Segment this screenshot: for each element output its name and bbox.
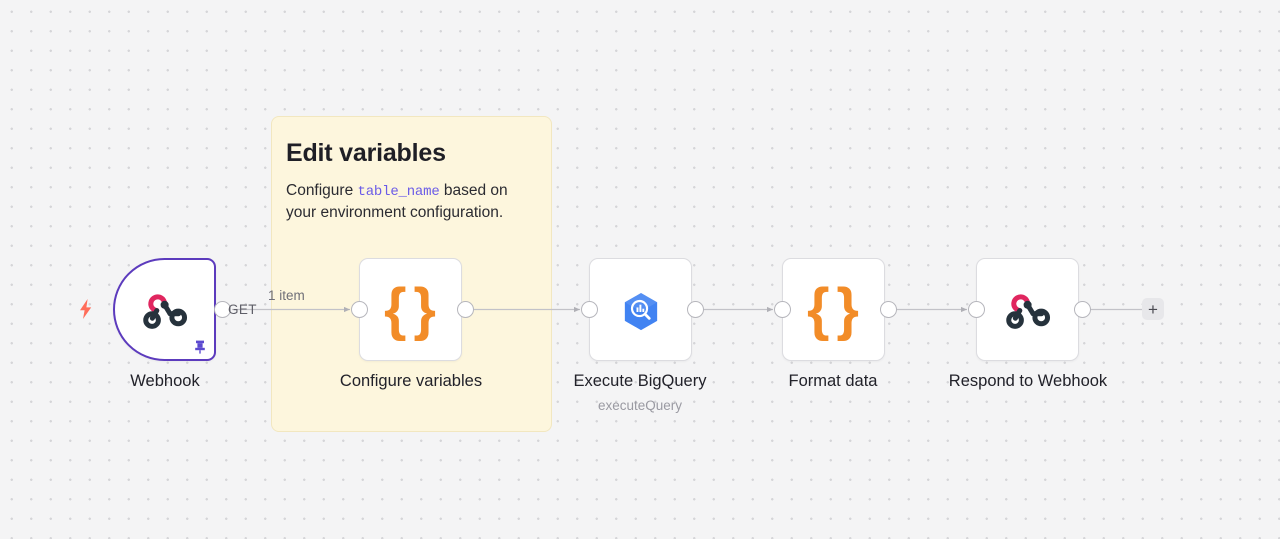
node-label-execute-bigquery: Execute BigQuery — [573, 372, 707, 390]
node-label-format-data: Format data — [788, 372, 878, 390]
node-webhook[interactable] — [113, 258, 216, 361]
sticky-note-body: Configure table_name based on your envir… — [286, 180, 537, 225]
node-label-webhook: Webhook — [130, 372, 200, 390]
endpoint-execute-bigquery-input[interactable] — [581, 301, 598, 318]
sticky-note-body-code: table_name — [357, 183, 440, 200]
code-braces-icon: { } — [807, 276, 860, 342]
code-braces-icon: { } — [384, 276, 437, 342]
webhook-icon — [142, 287, 188, 333]
sticky-note-body-suffix: based on your environment configuration. — [286, 181, 508, 222]
node-sublabel-execute-bigquery: executeQuery — [597, 398, 683, 413]
sticky-note-body-prefix: Configure — [286, 181, 358, 199]
node-execute-bigquery[interactable] — [589, 258, 692, 361]
trigger-bolt-icon — [78, 299, 94, 319]
node-label-respond-to-webhook: Respond to Webhook — [948, 372, 1108, 390]
add-node-button[interactable]: + — [1142, 298, 1164, 320]
endpoint-format-data-input[interactable] — [774, 301, 791, 318]
endpoint-respond-to-webhook-output[interactable] — [1074, 301, 1091, 318]
node-format-data[interactable]: { } — [782, 258, 885, 361]
endpoint-format-data-output[interactable] — [880, 301, 897, 318]
sticky-note-edit-variables[interactable]: Edit variables Configure table_name base… — [271, 116, 552, 432]
node-configure-variables[interactable]: { } — [359, 258, 462, 361]
sticky-note-title: Edit variables — [286, 139, 446, 167]
endpoint-webhook-output[interactable] — [214, 301, 231, 318]
connection-method-label: GET — [228, 302, 257, 317]
connection-item-count-label: 1 item — [268, 288, 305, 303]
plus-icon: + — [1148, 299, 1158, 319]
node-respond-to-webhook[interactable] — [976, 258, 1079, 361]
endpoint-execute-bigquery-output[interactable] — [687, 301, 704, 318]
bigquery-icon — [618, 287, 664, 333]
endpoint-respond-to-webhook-input[interactable] — [968, 301, 985, 318]
webhook-icon — [1005, 287, 1051, 333]
endpoint-configure-variables-input[interactable] — [351, 301, 368, 318]
node-label-configure-variables: Configure variables — [339, 372, 483, 390]
pin-icon — [192, 339, 208, 355]
endpoint-configure-variables-output[interactable] — [457, 301, 474, 318]
